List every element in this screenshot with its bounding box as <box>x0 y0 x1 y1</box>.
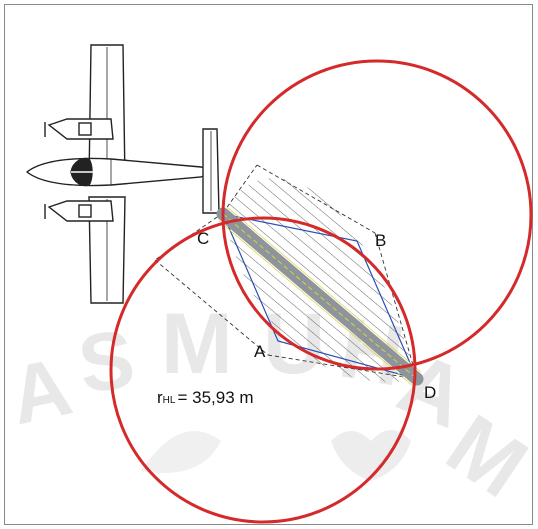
circle-lower-left <box>109 216 417 524</box>
fuselage <box>25 157 218 187</box>
watermark-letter: S <box>73 313 140 411</box>
point-label-d: D <box>424 383 436 402</box>
figure-frame: A S M U H A M <box>4 4 534 525</box>
watermark-letter: M <box>161 296 233 392</box>
radius-subscript: HL <box>163 395 176 406</box>
watermark: A S M U H A M <box>5 296 534 516</box>
watermark-emblem <box>331 430 411 481</box>
wing-tip-clearance-diagram: A S M U H A M <box>5 44 534 524</box>
point-label-a: A <box>254 342 266 361</box>
point-label-c: C <box>197 229 209 248</box>
radius-value: = 35,93 m <box>177 388 253 407</box>
rotated-wing-strip <box>216 206 424 387</box>
point-label-b: B <box>375 231 386 250</box>
watermark-letter: A <box>5 341 79 442</box>
radius-label: rHL= 35,93 m <box>157 388 254 407</box>
aircraft-top-view <box>25 44 220 304</box>
radius-symbol: r <box>157 388 163 407</box>
watermark-leaf <box>141 431 221 473</box>
circle-upper-right <box>221 59 533 371</box>
